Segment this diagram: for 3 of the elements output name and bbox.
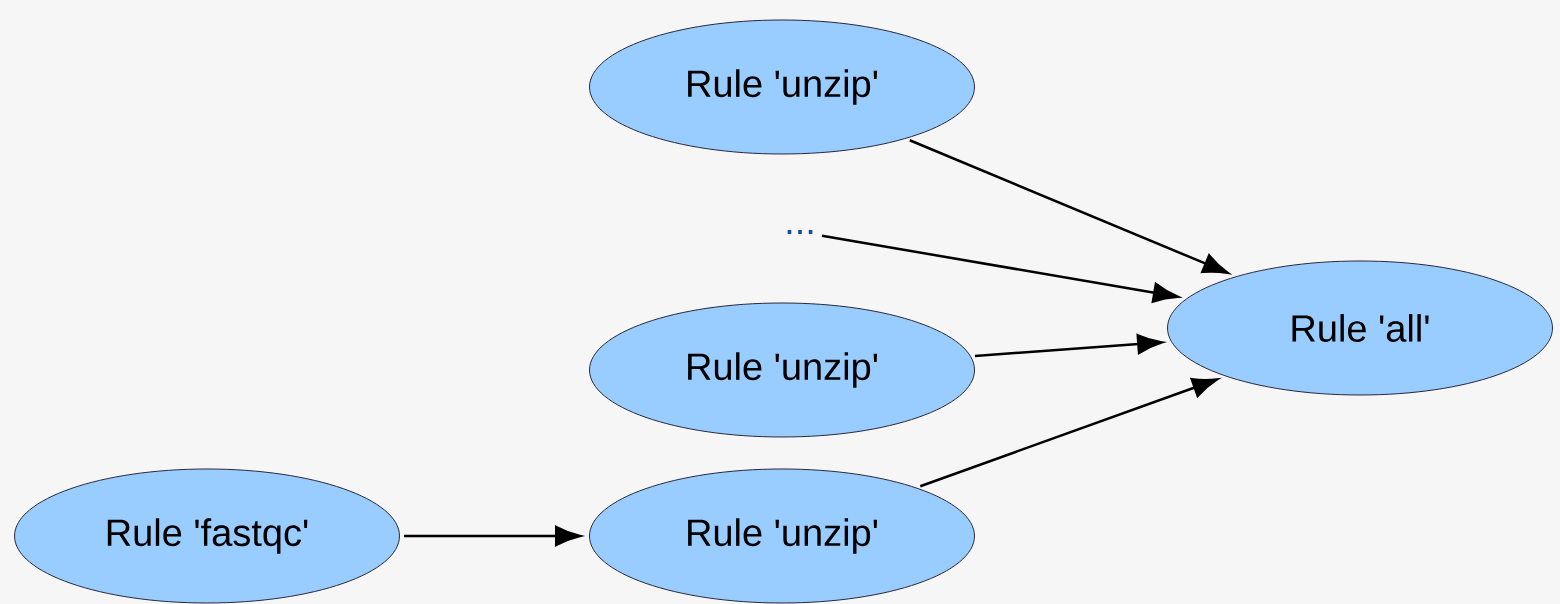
ellipsis-text: ... [787,229,813,235]
arrow [974,334,1164,358]
arrow [919,377,1219,488]
